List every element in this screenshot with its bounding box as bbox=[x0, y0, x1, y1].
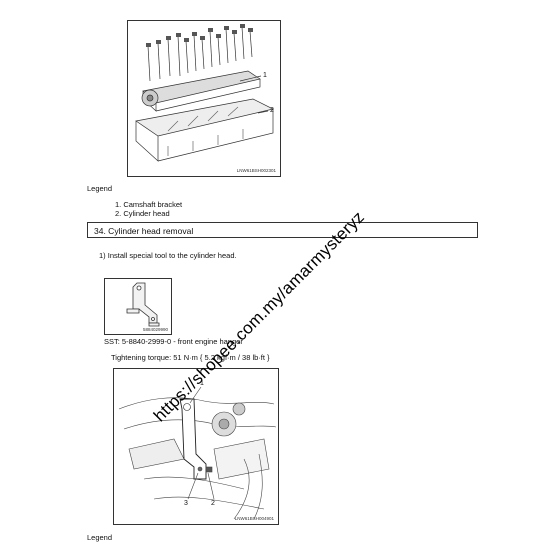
callout-3: 3 bbox=[184, 500, 188, 507]
figure-hanger-installed: 1 2 3 LNW61BSH004901 bbox=[113, 368, 279, 525]
figure-id: LNW61BSH004901 bbox=[234, 516, 274, 521]
figure-id: LNW61BSH002301 bbox=[236, 168, 276, 173]
section-header: 34. Cylinder head removal bbox=[87, 222, 478, 238]
callout-2: 2 bbox=[270, 107, 274, 114]
legend-title: Legend bbox=[87, 533, 113, 542]
callout-1: 1 bbox=[263, 72, 267, 79]
callout-2: 2 bbox=[211, 500, 215, 507]
figure-special-tool: 5884029990 bbox=[104, 278, 172, 335]
callout-1: 1 bbox=[200, 380, 204, 387]
torque-text: Tightening torque: 51 N·m { 5.2 kgf·m / … bbox=[111, 353, 270, 362]
legend-title: Legend bbox=[87, 184, 113, 193]
engine-hanger-installed-illustration bbox=[118, 386, 277, 520]
camshaft-illustration bbox=[135, 24, 275, 162]
step-1-text: 1) Install special tool to the cylinder … bbox=[99, 251, 237, 260]
section-title: 34. Cylinder head removal bbox=[94, 226, 194, 236]
tool-figure-id: 5884029990 bbox=[142, 327, 168, 332]
watermark-url[interactable]: https://shopee.com.my/amarmysteryz bbox=[150, 207, 368, 426]
figure-camshaft-cylinder-head: 1 2 LNW61BSH002301 bbox=[127, 20, 281, 177]
legend-item-camshaft-bracket: 1. Camshaft bracket bbox=[115, 200, 183, 209]
front-engine-hanger-illustration bbox=[126, 282, 160, 327]
legend-item-cylinder-head: 2. Cylinder head bbox=[115, 209, 170, 218]
sst-text: SST: 5-8840-2999-0 - front engine hanger bbox=[104, 337, 243, 346]
